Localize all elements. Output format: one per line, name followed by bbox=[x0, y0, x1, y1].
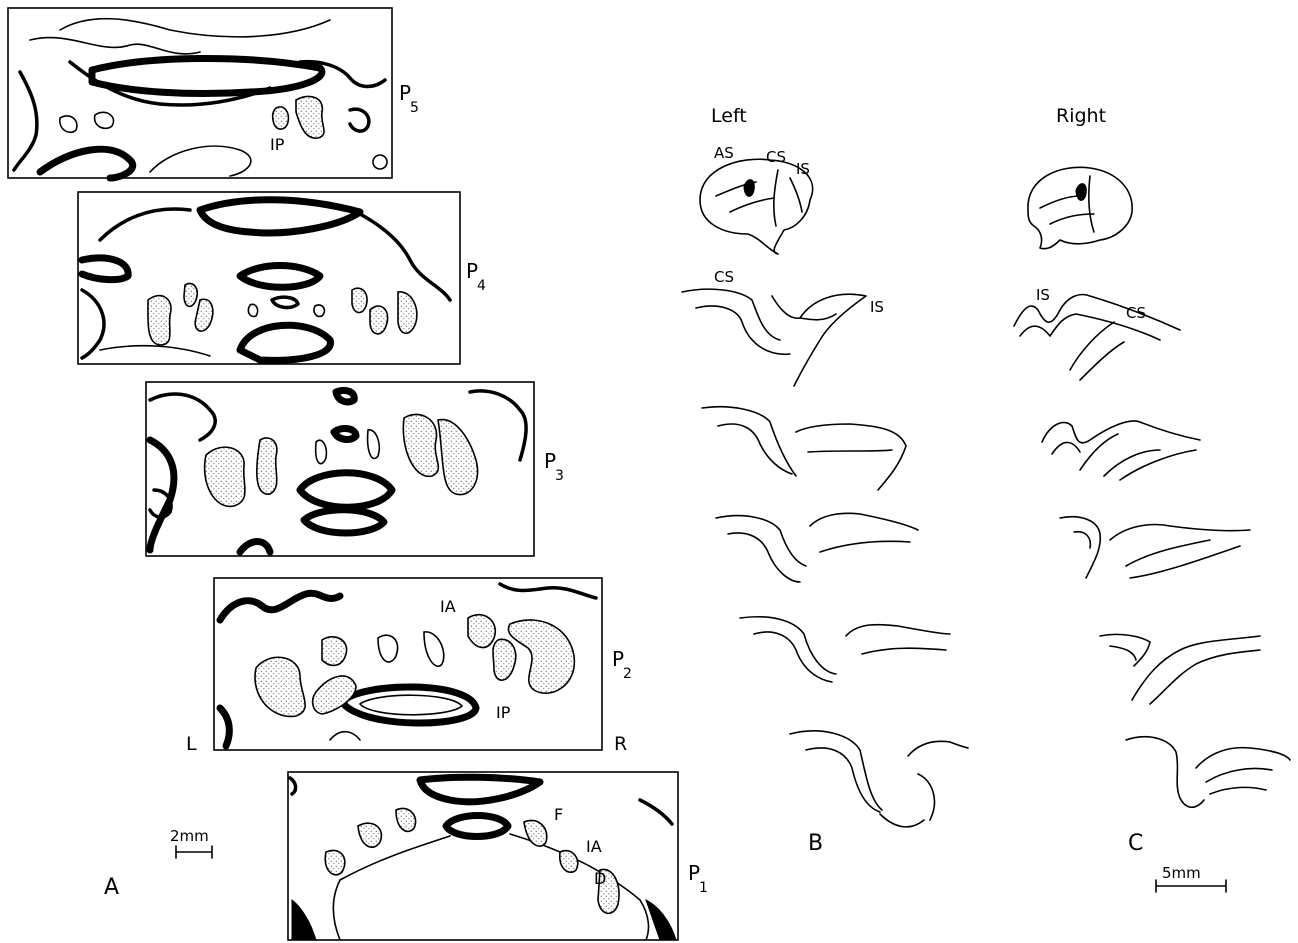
p1-d-label: D bbox=[594, 869, 606, 888]
scale-bar-c-label: 5mm bbox=[1162, 864, 1201, 882]
left-sulcus-label-cs: CS bbox=[714, 268, 734, 286]
p4-label-sub: 4 bbox=[477, 278, 486, 294]
scale-bar-a-label: 2mm bbox=[170, 827, 209, 845]
panel-c: Right IS CS C 5mm bbox=[1014, 105, 1290, 892]
p5-ip-label: IP bbox=[270, 135, 285, 154]
left-sulcus-section-2 bbox=[702, 407, 906, 490]
right-sulcus-section-2 bbox=[1042, 421, 1200, 480]
section-p5: IP P 5 bbox=[8, 8, 419, 178]
scale-bar-c: 5mm bbox=[1156, 864, 1226, 892]
p1-f-label: F bbox=[554, 805, 563, 824]
left-sulcus-section-4 bbox=[740, 617, 950, 682]
brain-right-diagram bbox=[1028, 167, 1132, 248]
left-sulcus-section-5 bbox=[790, 731, 968, 827]
right-sulcus-section-3 bbox=[1060, 517, 1250, 578]
section-p3: P 3 bbox=[146, 382, 564, 556]
section-p2: IA IP L R P 2 bbox=[186, 578, 632, 755]
brain-label-cs: CS bbox=[766, 148, 786, 166]
brain-label-is: IS bbox=[796, 160, 810, 178]
section-p1: F IA D P 1 bbox=[288, 772, 708, 940]
right-sulcus-label-is: IS bbox=[1036, 286, 1050, 304]
p1-ia-label: IA bbox=[586, 837, 602, 856]
panel-c-letter: C bbox=[1128, 831, 1143, 856]
right-sulcus-section-4 bbox=[1100, 634, 1260, 704]
left-sulcus-section-1: CS IS bbox=[682, 268, 884, 386]
p1-label-sub: 1 bbox=[699, 880, 708, 896]
panel-a: IP P 5 P 4 bbox=[8, 8, 708, 940]
left-sulcus-label-is: IS bbox=[870, 298, 884, 316]
scale-bar-a: 2mm bbox=[170, 827, 212, 858]
brain-left-diagram: AS CS IS bbox=[700, 144, 813, 254]
right-sulcus-label-cs: CS bbox=[1126, 304, 1146, 322]
p2-side-right: R bbox=[614, 733, 627, 755]
panel-c-header: Right bbox=[1056, 105, 1106, 127]
p2-label-sub: 2 bbox=[623, 666, 632, 682]
p2-ia-label: IA bbox=[440, 597, 456, 616]
right-sulcus-section-1: IS CS bbox=[1014, 286, 1180, 380]
panel-b-header: Left bbox=[711, 105, 747, 127]
brain-label-as: AS bbox=[714, 144, 734, 162]
p3-label-sub: 3 bbox=[555, 468, 564, 484]
panel-a-letter: A bbox=[104, 875, 119, 900]
panel-b: Left AS CS IS CS IS bbox=[682, 105, 968, 856]
section-p4: P 4 bbox=[78, 192, 486, 364]
p5-label-sub: 5 bbox=[410, 100, 419, 116]
p2-ip-label: IP bbox=[496, 703, 511, 722]
panel-b-letter: B bbox=[808, 831, 823, 856]
p2-side-left: L bbox=[186, 733, 197, 755]
left-sulcus-section-3 bbox=[716, 513, 918, 582]
right-sulcus-section-5 bbox=[1126, 737, 1290, 807]
